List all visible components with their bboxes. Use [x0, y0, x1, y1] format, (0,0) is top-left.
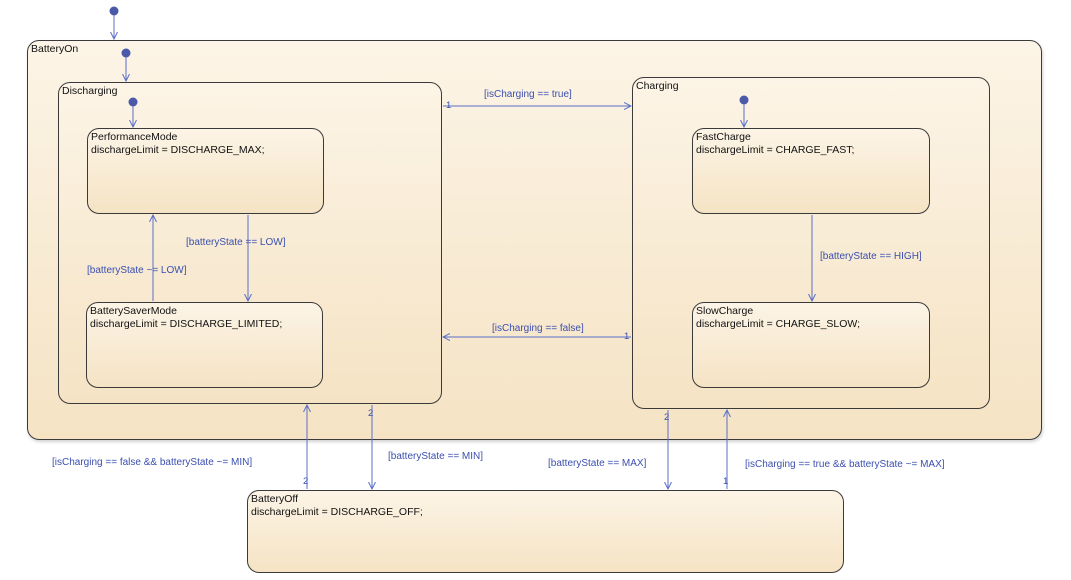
- default-transition-dot-discharging: [128, 97, 138, 107]
- label-discharging-to-charging[interactable]: [isCharging == true]: [484, 89, 572, 100]
- state-battery-off[interactable]: BatteryOff dischargeLimit = DISCHARGE_OF…: [247, 490, 844, 573]
- state-battery-saver-mode[interactable]: BatterySaverMode dischargeLimit = DISCHA…: [86, 302, 323, 388]
- order-off-to-discharging: 2: [303, 476, 309, 487]
- state-name: FastCharge: [696, 131, 751, 143]
- label-off-to-discharging[interactable]: [isCharging == false && batteryState ~= …: [52, 457, 253, 468]
- state-action: dischargeLimit = DISCHARGE_LIMITED;: [90, 318, 283, 330]
- state-action: dischargeLimit = CHARGE_SLOW;: [696, 318, 861, 330]
- state-action: dischargeLimit = DISCHARGE_MAX;: [91, 144, 265, 156]
- order-discharging-to-charging: 1: [446, 100, 452, 111]
- order-charging-to-off: 2: [664, 412, 670, 423]
- state-name: Charging: [636, 80, 679, 92]
- state-name: PerformanceMode: [91, 131, 178, 143]
- state-action: dischargeLimit = DISCHARGE_OFF;: [251, 506, 423, 518]
- label-discharging-to-off[interactable]: [batteryState == MIN]: [388, 451, 484, 462]
- order-charging-to-discharging: 1: [624, 331, 630, 342]
- state-name: SlowCharge: [696, 305, 754, 317]
- default-transition-dot-top: [109, 6, 119, 16]
- label-charging-to-off[interactable]: [batteryState == MAX]: [548, 458, 647, 469]
- label-off-to-charging[interactable]: [isCharging == true && batteryState ~= M…: [745, 459, 945, 470]
- state-action: dischargeLimit = CHARGE_FAST;: [696, 144, 855, 156]
- default-transition-dot-charging: [739, 95, 749, 105]
- label-charging-to-discharging[interactable]: [isCharging == false]: [492, 323, 584, 334]
- label-performance-to-saver[interactable]: [batteryState == LOW]: [186, 237, 286, 248]
- default-transition-dot-battery-on: [121, 48, 131, 58]
- state-performance-mode[interactable]: PerformanceMode dischargeLimit = DISCHAR…: [87, 128, 324, 214]
- state-name: BatteryOn: [31, 43, 79, 55]
- state-name: BatterySaverMode: [90, 305, 177, 317]
- state-name: Discharging: [62, 85, 118, 97]
- state-name: BatteryOff: [251, 493, 299, 505]
- label-fast-to-slow[interactable]: [batteryState == HIGH]: [820, 251, 922, 262]
- state-slow-charge[interactable]: SlowCharge dischargeLimit = CHARGE_SLOW;: [692, 302, 930, 388]
- state-fast-charge[interactable]: FastCharge dischargeLimit = CHARGE_FAST;: [692, 128, 930, 214]
- order-off-to-charging: 1: [723, 476, 729, 487]
- order-discharging-to-off: 2: [368, 408, 374, 419]
- label-saver-to-performance[interactable]: [batteryState ~= LOW]: [87, 265, 187, 276]
